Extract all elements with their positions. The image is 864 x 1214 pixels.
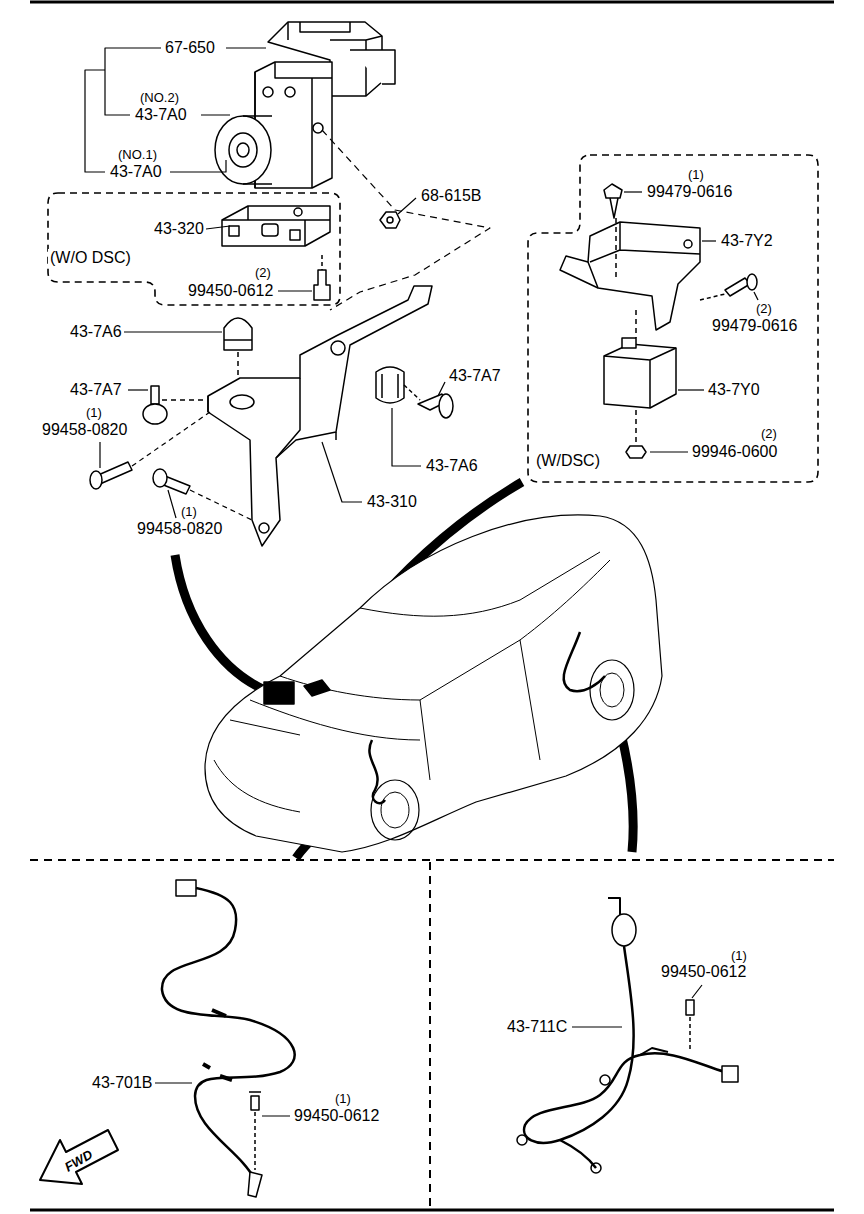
part-number: 43-701B: [90, 1074, 155, 1092]
quantity-note: (2): [754, 302, 774, 316]
part-number: 99458-0820: [40, 421, 129, 439]
part-number: 43-7Y0: [706, 381, 762, 399]
part-number: 99450-0612: [292, 1107, 381, 1125]
part-number: 43-7A0: [133, 106, 189, 124]
option-label: (W/O DSC): [48, 249, 133, 267]
part-number: 99458-0820: [135, 520, 224, 538]
quantity-note: (1): [686, 168, 706, 182]
part-number: 43-7A6: [68, 323, 124, 341]
part-number: 43-7A7: [447, 367, 503, 385]
part-number: 43-7A6: [424, 457, 480, 475]
part-number: 43-320: [152, 220, 206, 238]
part-number: 43-7Y2: [719, 232, 775, 250]
part-number: 43-310: [365, 493, 419, 511]
part-number: 99450-0612: [186, 282, 275, 300]
quantity-note: (1): [729, 949, 749, 963]
part-number: 43-7A7: [68, 381, 124, 399]
part-number: 68-615B: [419, 187, 484, 205]
quantity-note: (1): [179, 505, 199, 519]
quantity-note: (2): [253, 266, 273, 280]
option-label: (W/DSC): [534, 452, 602, 470]
quantity-note: (2): [759, 427, 779, 441]
quantity-note: (1): [333, 1092, 353, 1106]
quantity-note: (NO.1): [116, 148, 159, 162]
part-number: 99450-0612: [659, 963, 748, 981]
part-number: 43-7A0: [108, 163, 164, 181]
quantity-note: (NO.2): [138, 91, 181, 105]
part-number: 99479-0616: [645, 183, 734, 201]
part-number: 99479-0616: [710, 317, 799, 335]
part-number: 67-650: [163, 39, 217, 57]
part-number: 99946-0600: [690, 443, 779, 461]
part-number: 43-711C: [505, 1018, 569, 1036]
quantity-note: (1): [84, 406, 104, 420]
